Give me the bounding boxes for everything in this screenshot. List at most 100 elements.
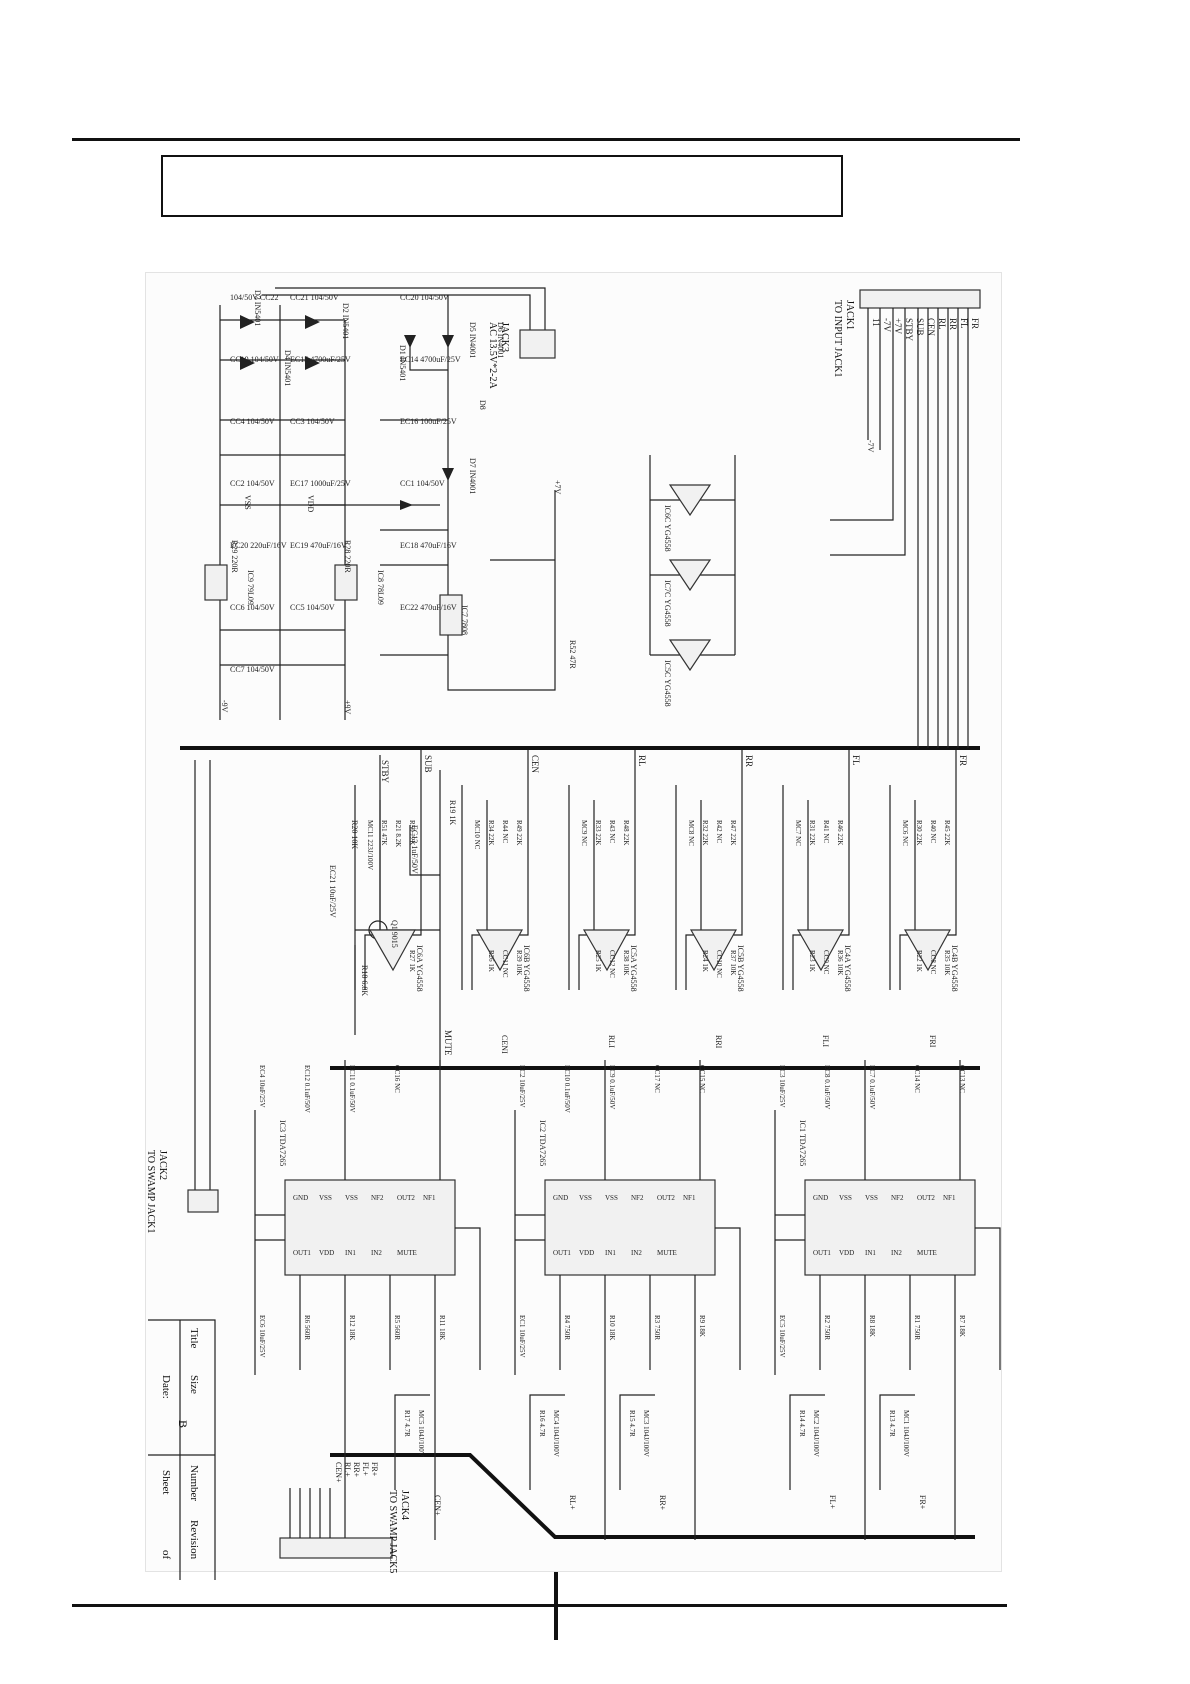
standby-part-label: EC13 1uF/50V <box>410 825 419 874</box>
bottom-rule-stub <box>554 1572 558 1640</box>
title-label: Title <box>188 1328 200 1349</box>
amp-pin-label: VSS <box>579 1194 592 1202</box>
standby-net-label: STBY <box>380 760 390 784</box>
stage-net-label: RL <box>637 755 647 767</box>
ic5c-opamp-symbol <box>668 639 712 672</box>
rail-label: -9V <box>220 700 229 713</box>
zobel-part-label: R15 4.7R <box>628 1410 636 1437</box>
diode-label: D1 IN5401 <box>398 345 407 381</box>
opamp-part-label: R51 47K <box>380 820 388 845</box>
opamp-ic-label: IC6B YG4558 <box>522 945 531 992</box>
diode-label: D8 <box>478 400 487 410</box>
opamp-part-label: R25 1K <box>594 950 602 972</box>
regulator-label: IC8 78L09 <box>376 570 385 605</box>
amp-part-label: CC14 NC <box>913 1065 921 1093</box>
standby-circuit <box>354 755 441 1068</box>
opamp-ic-label: IC4B YG4558 <box>950 945 959 992</box>
standby-part-label: R18 6.8K <box>360 965 369 996</box>
jack4-desc: TO SWAMP JACK5 <box>387 1490 398 1574</box>
opamp-part-label: MC7 NC <box>794 820 802 846</box>
jack2-desc: TO SWAMP JACK1 <box>145 1150 156 1234</box>
amp-part-label: R1 750R <box>913 1315 921 1340</box>
bottom-rule <box>72 1604 1007 1607</box>
capacitor-label: CC6 104/50V <box>230 603 275 612</box>
ic9-regulator <box>204 564 228 601</box>
opamp-part-label: CC12 NC <box>608 950 616 978</box>
regulator-label: IC9 79L09 <box>246 570 255 605</box>
opamp-part-label: MC11 223J/100V <box>366 820 374 870</box>
resistor-label: R29 220R <box>230 540 239 573</box>
amp-pin-label: IN1 <box>865 1249 876 1257</box>
amp-pin-label: VSS <box>319 1194 332 1202</box>
capacitor-label: CC19 104/50V <box>230 355 279 364</box>
opamp-part-label: CC10 NC <box>715 950 723 978</box>
amp-pin-label: NF1 <box>423 1194 436 1202</box>
opamp-part-label: R45 22K <box>943 820 951 845</box>
amp-part-label: EC3 10uF/25V <box>778 1065 786 1108</box>
amp-pin-label: OUT2 <box>657 1194 675 1202</box>
jack4-title: JACK4 <box>399 1490 410 1521</box>
diode-label: D5 IN4001 <box>468 322 477 358</box>
opamp-part-label: R38 10K <box>622 950 630 975</box>
amp-pin-label: GND <box>813 1194 828 1202</box>
diode-label: D2 IN5401 <box>341 303 350 339</box>
amp-part-label: EC12 0.1uF/50V <box>303 1065 311 1113</box>
capacitor-label: CC21 104/50V <box>290 293 339 302</box>
capacitor-label: CC2 104/50V <box>230 479 275 488</box>
zobel-part-label: MC3 104J/100V <box>642 1410 650 1457</box>
opamp-part-label: MC8 NC <box>687 820 695 846</box>
opamp-part-label: R27 1K <box>408 950 416 972</box>
ic7-regulator <box>439 594 463 636</box>
amp-pin-label: IN1 <box>605 1249 616 1257</box>
capacitor-label: CC5 104/50V <box>290 603 335 612</box>
opamp-part-label: R50 22K <box>408 820 416 845</box>
standby-part-label: R20 10K <box>350 820 359 849</box>
amp-pin-label: VDD <box>839 1249 854 1257</box>
jack1-pin-label: RL <box>937 318 947 330</box>
opamp-symbol <box>582 929 631 972</box>
sheet-label: Sheet <box>160 1470 172 1495</box>
opamp-part-label: R40 NC <box>929 820 937 843</box>
opamp-part-label: CC9 NC <box>822 950 830 975</box>
amp-ic-label: IC2 TDA7265 <box>538 1120 547 1166</box>
amp-pin-label: NF2 <box>891 1194 904 1202</box>
jack1-pin-label: FR <box>970 318 980 329</box>
jack1-pin-label: FL <box>959 318 969 329</box>
amp-pin-label: IN1 <box>345 1249 356 1257</box>
jack4-pin-label: RR+ <box>352 1462 361 1478</box>
amp-part-label: R10 18K <box>608 1315 616 1340</box>
opamp-part-label: R24 1K <box>701 950 709 972</box>
amp-part-label: EC6 10uF/25V <box>258 1315 266 1358</box>
amp-pin-label: IN2 <box>891 1249 902 1257</box>
power-supply <box>204 287 556 720</box>
jack3-connector <box>519 329 556 359</box>
amp-pin-label: NF1 <box>943 1194 956 1202</box>
amp-part-label: R9 18K <box>698 1315 706 1337</box>
speaker-output-label: RL+ <box>568 1495 577 1510</box>
stage-net-label: FL <box>851 755 861 766</box>
diode-label: D7 IN4001 <box>468 458 477 494</box>
opamp-part-label: R35 10K <box>943 950 951 975</box>
amp-part-label: EC8 0.1uF/50V <box>823 1065 831 1109</box>
amp-pin-label: MUTE <box>657 1249 677 1257</box>
opamp-symbol <box>903 929 952 972</box>
opamp-symbol <box>796 929 845 972</box>
rail-label: +9V <box>343 700 352 715</box>
tda7265-package <box>544 1179 716 1276</box>
standby-part-label: EC21 10uF/25V <box>328 865 337 918</box>
opamp-ic-label: IC6A YG4558 <box>415 945 424 992</box>
amp-part-label: R4 750R <box>563 1315 571 1340</box>
amp-pin-label: VSS <box>839 1194 852 1202</box>
amp-pin-label: IN2 <box>631 1249 642 1257</box>
opamp-ic-label: IC5B YG4558 <box>736 945 745 992</box>
amp-pin-label: VSS <box>605 1194 618 1202</box>
